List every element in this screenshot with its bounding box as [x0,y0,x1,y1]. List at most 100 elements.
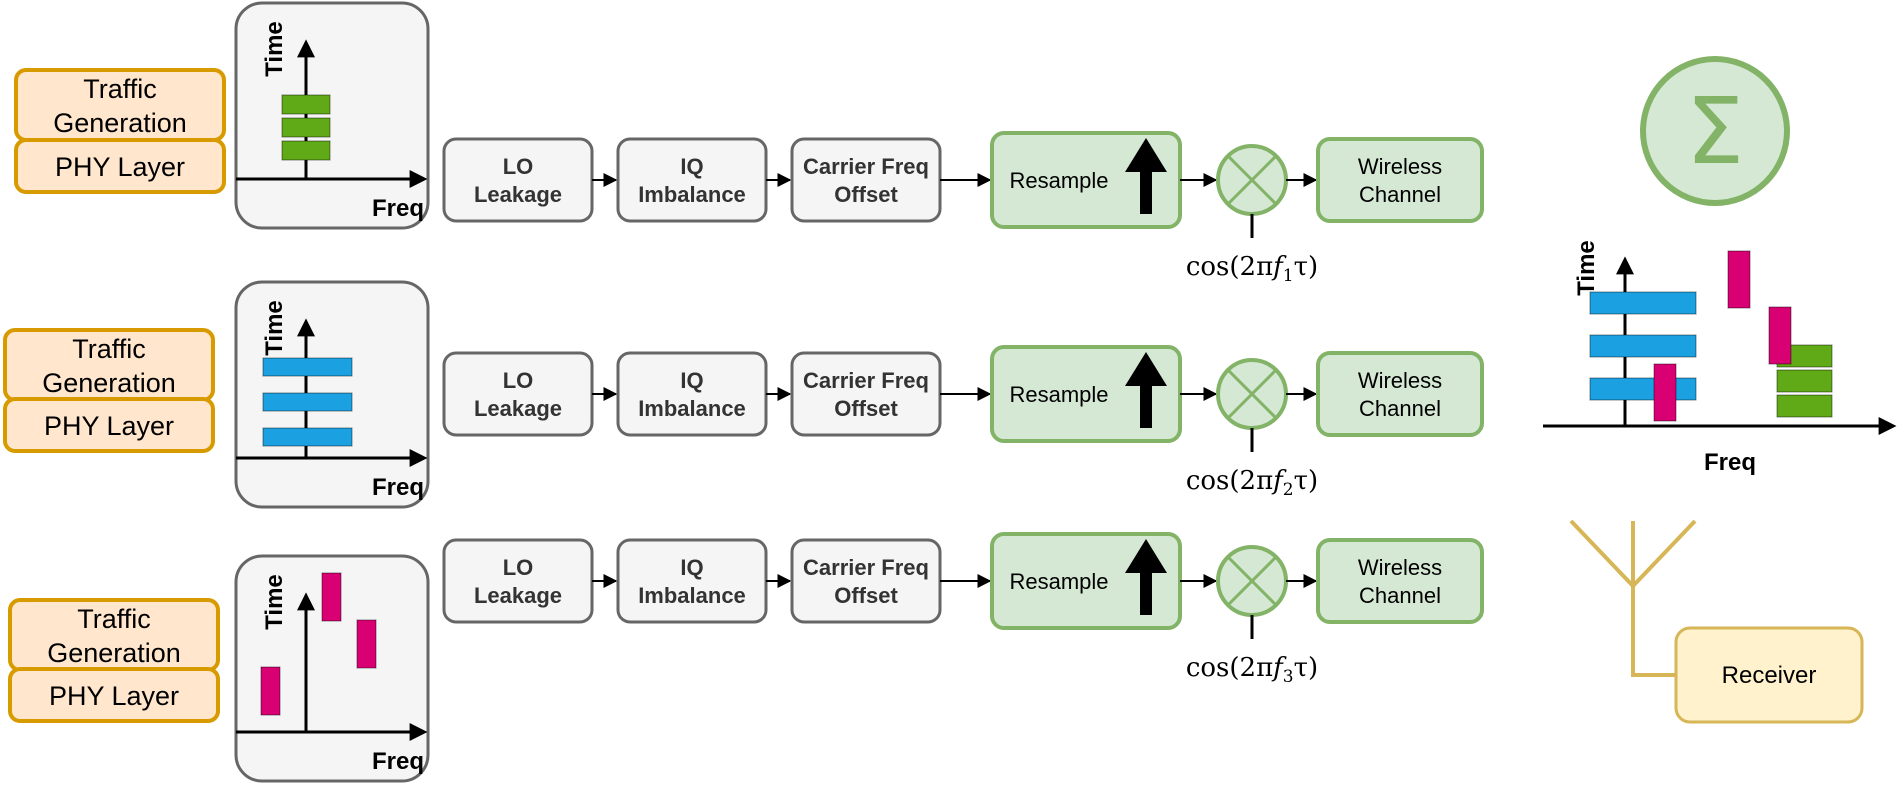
phy-layer-label: PHY Layer [49,681,179,711]
lo-leakage-box [442,137,594,223]
traffic-generation-label-line2: Generation [42,368,176,398]
phy-layer-label: PHY Layer [55,152,185,182]
carrier-freq-offset-label-line2: Offset [834,396,898,421]
phy-layer-label: PHY Layer [44,411,174,441]
carrier-prefix: cos(2π [1186,252,1273,282]
lo-leakage-label-line2: Leakage [474,182,562,207]
carrier-freq-offset-label-line1: Carrier Freq [803,555,929,580]
carrier-suffix: τ) [1294,653,1319,683]
spectrum-block-3 [356,619,377,669]
iq-imbalance-label-line2: Imbalance [638,182,746,207]
wireless-channel-box [1316,351,1484,437]
time-axis-label: Time [261,300,288,356]
combined-pink-block-2 [1727,250,1751,309]
freq-axis-label: Freq [372,474,424,501]
lo-leakage-label-line1: LO [503,154,534,179]
up-arrow-icon [1125,539,1167,615]
carrier-freq-offset-box [790,538,942,624]
spectrum-block-1 [260,666,281,716]
up-arrow-icon [1125,138,1167,214]
wireless-channel-label-line2: Channel [1359,182,1441,207]
combined-blue-block-2 [1589,334,1697,358]
carrier-freq-offset-box [790,351,942,437]
receiver-box [1674,626,1864,724]
spectrum-block-2 [321,572,342,622]
time-axis-label: Time [261,21,288,77]
iq-imbalance-label-line1: IQ [680,368,703,393]
spectrum-block-1 [281,94,331,115]
resample-label: Resample [1009,382,1108,407]
time-axis-label: Time [261,574,288,630]
traffic-generation-label-line1: Traffic [83,74,157,104]
summation-symbol: Σ [1686,78,1744,185]
resample-label: Resample [1009,569,1108,594]
antenna-icon [1569,519,1697,677]
wireless-channel-label-line1: Wireless [1358,555,1442,580]
carrier-suffix: τ) [1294,252,1319,282]
combined-green-block-2 [1776,369,1833,393]
iq-imbalance-label-line2: Imbalance [638,396,746,421]
carrier-freq-offset-label-line2: Offset [834,182,898,207]
carrier-label: cos(2πf1τ) [1186,252,1318,286]
carrier-label: cos(2πf3τ) [1186,653,1318,687]
carrier-suffix: τ) [1294,466,1319,496]
carrier-prefix: cos(2π [1186,466,1273,496]
summation-icon [1640,56,1790,206]
wireless-channel-label-line2: Channel [1359,396,1441,421]
carrier-subscript: 3 [1283,667,1294,687]
iq-imbalance-box [616,351,768,437]
traffic-generation-label-line2: Generation [47,638,181,668]
spectrum-panel [234,554,430,783]
wireless-channel-box [1316,538,1484,624]
lo-leakage-label-line2: Leakage [474,396,562,421]
freq-axis-label: Freq [372,195,424,222]
combined-freq-axis-label: Freq [1704,449,1756,476]
iq-imbalance-label-line1: IQ [680,555,703,580]
lo-leakage-box [442,538,594,624]
carrier-label: cos(2πf2τ) [1186,466,1318,500]
spectrum-block-3 [262,427,353,447]
carrier-prefix: cos(2π [1186,653,1273,683]
combined-time-axis-label: Time [1573,240,1600,296]
combined-blue-block-1 [1589,291,1697,315]
iq-imbalance-label-line2: Imbalance [638,583,746,608]
wireless-channel-box [1316,137,1484,223]
combined-pink-block-1 [1653,363,1677,422]
wireless-channel-label-line1: Wireless [1358,368,1442,393]
iq-imbalance-box [616,538,768,624]
spectrum-block-3 [281,140,331,161]
traffic-generation-label-line2: Generation [53,108,187,138]
spectrum-panel [234,1,430,230]
carrier-freq-offset-box [790,137,942,223]
phy-layer-box [14,138,226,194]
traffic-generation-label-line1: Traffic [72,334,146,364]
mixer-cross-b [1226,368,1278,420]
lo-leakage-label-line1: LO [503,555,534,580]
lo-leakage-label-line2: Leakage [474,583,562,608]
spectrum-block-1 [262,357,353,377]
combined-blue-block-3 [1589,377,1697,401]
resample-label: Resample [1009,168,1108,193]
traffic-generation-label-line1: Traffic [77,604,151,634]
freq-axis-label: Freq [372,748,424,775]
spectrum-block-2 [262,392,353,412]
carrier-freq-offset-label-line1: Carrier Freq [803,154,929,179]
spectrum-block-2 [281,117,331,138]
iq-imbalance-box [616,137,768,223]
receiver-label: Receiver [1722,662,1817,689]
carrier-freq-offset-label-line2: Offset [834,583,898,608]
carrier-freq-offset-label-line1: Carrier Freq [803,368,929,393]
phy-layer-box [3,397,215,453]
combined-green-block-3 [1776,394,1833,418]
carrier-subscript: 2 [1283,480,1294,500]
phy-layer-box [8,667,220,723]
lo-leakage-box [442,351,594,437]
wireless-channel-label-line2: Channel [1359,583,1441,608]
mixer-cross-b [1226,154,1278,206]
iq-imbalance-label-line1: IQ [680,154,703,179]
